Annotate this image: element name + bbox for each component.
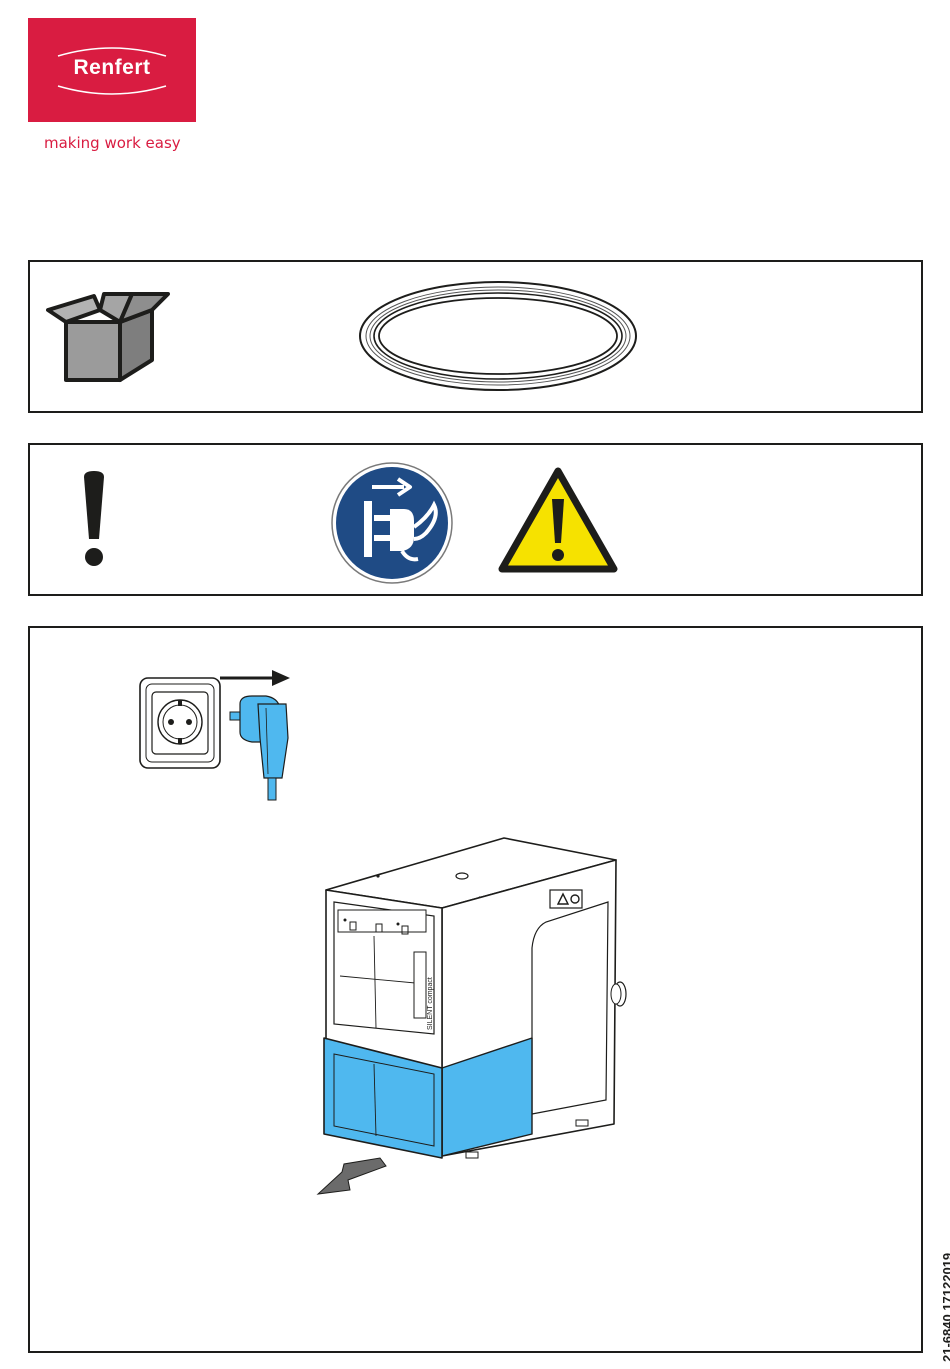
brand-tagline: making work easy [44, 134, 181, 152]
brand-name: Renfert [28, 56, 196, 80]
device-model-label: SILENT compact [427, 977, 434, 1030]
document-number: 21-6840 17122019 [940, 1253, 950, 1362]
mains-plug-icon [226, 694, 302, 804]
disconnect-mains-plug-icon [330, 461, 454, 585]
gasket-ring-icon [356, 278, 640, 396]
exclamation-icon [80, 471, 108, 567]
safety-symbols-panel [28, 443, 923, 596]
instructions-panel: SILENT compact [28, 626, 923, 1353]
warning-triangle-icon [498, 467, 618, 575]
package-contents-panel [28, 260, 923, 413]
wall-socket-icon [138, 676, 222, 770]
pull-arrow-icon [218, 668, 292, 688]
drawer-pull-arrow-icon [314, 1154, 388, 1198]
brand-logo: Renfert [28, 18, 196, 122]
silent-compact-device-icon [314, 828, 650, 1194]
open-box-icon [46, 290, 174, 384]
